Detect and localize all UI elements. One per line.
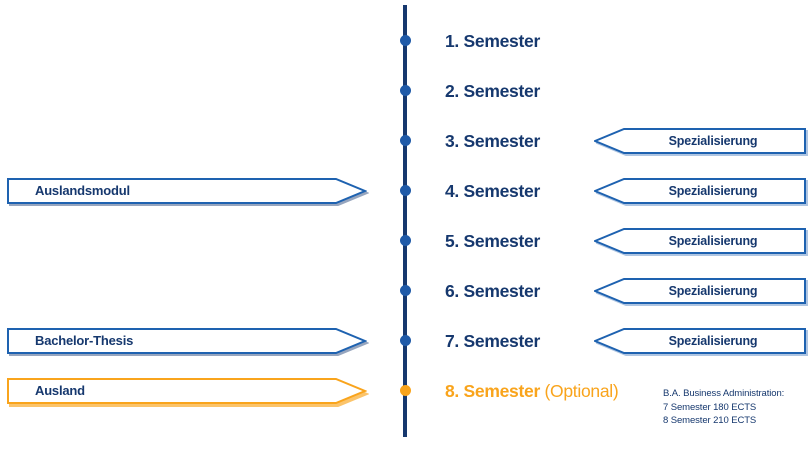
timeline-dot-semester-1: [400, 35, 411, 46]
timeline-dot-semester-2: [400, 85, 411, 96]
timeline-dot-semester-6: [400, 285, 411, 296]
ects-note: B.A. Business Administration: 7 Semester…: [663, 387, 784, 428]
banner-auslandsmodul: Auslandsmodul: [7, 178, 367, 204]
semester-8-text: 8. Semester: [445, 381, 540, 401]
left-arrow-shape: [594, 328, 806, 354]
ects-note-line-2: 7 Semester 180 ECTS: [663, 401, 757, 413]
specialization-banner-semester-5: Spezialisierung: [594, 228, 806, 254]
ects-note-line-1: B.A. Business Administration:: [663, 388, 785, 399]
semester-label-8: 8. Semester (Optional): [445, 379, 619, 403]
semester-label-1: 1. Semester: [445, 31, 540, 51]
timeline-dot-semester-8: [400, 385, 411, 396]
timeline-dot-semester-7: [400, 335, 411, 346]
specialization-banner-semester-3: Spezialisierung: [594, 128, 806, 154]
banner-label: Bachelor-Thesis: [35, 333, 134, 348]
left-arrow-shape: [594, 278, 806, 304]
timeline-line: [403, 5, 407, 437]
right-arrow-shape: [7, 328, 367, 354]
specialization-label: Spezialisierung: [668, 234, 758, 248]
timeline-dot-semester-3: [400, 135, 411, 146]
right-arrow-shape: [7, 178, 367, 204]
specialization-banner-semester-6: Spezialisierung: [594, 278, 806, 304]
semester-label-7: 7. Semester: [445, 331, 540, 351]
semester-label-6: 6. Semester: [445, 281, 540, 301]
banner-bachelor-thesis: Bachelor-Thesis: [7, 328, 367, 354]
left-arrow-shape: [594, 228, 806, 254]
right-arrow-shape: [7, 378, 367, 404]
ects-note-line-3: 8 Semester 210 ECTS: [663, 415, 757, 426]
semester-label-2: 2. Semester: [445, 81, 540, 101]
banner-ausland: Ausland: [7, 378, 367, 404]
semester-label-3: 3. Semester: [445, 131, 540, 151]
specialization-label: Spezialisierung: [668, 134, 758, 148]
semester-8-optional-text: (Optional): [544, 381, 619, 401]
banner-label: Ausland: [35, 383, 85, 398]
left-arrow-shape: [594, 128, 806, 154]
semester-label-4: 4. Semester: [445, 181, 540, 201]
banner-label: Auslandsmodul: [35, 183, 130, 198]
left-arrow-shape: [594, 178, 806, 204]
specialization-banner-semester-7: Spezialisierung: [594, 328, 806, 354]
specialization-label: Spezialisierung: [668, 184, 758, 198]
specialization-banner-semester-4: Spezialisierung: [594, 178, 806, 204]
timeline-dot-semester-5: [400, 235, 411, 246]
specialization-label: Spezialisierung: [668, 334, 758, 348]
timeline-dot-semester-4: [400, 185, 411, 196]
semester-label-5: 5. Semester: [445, 231, 540, 251]
specialization-label: Spezialisierung: [668, 284, 758, 298]
